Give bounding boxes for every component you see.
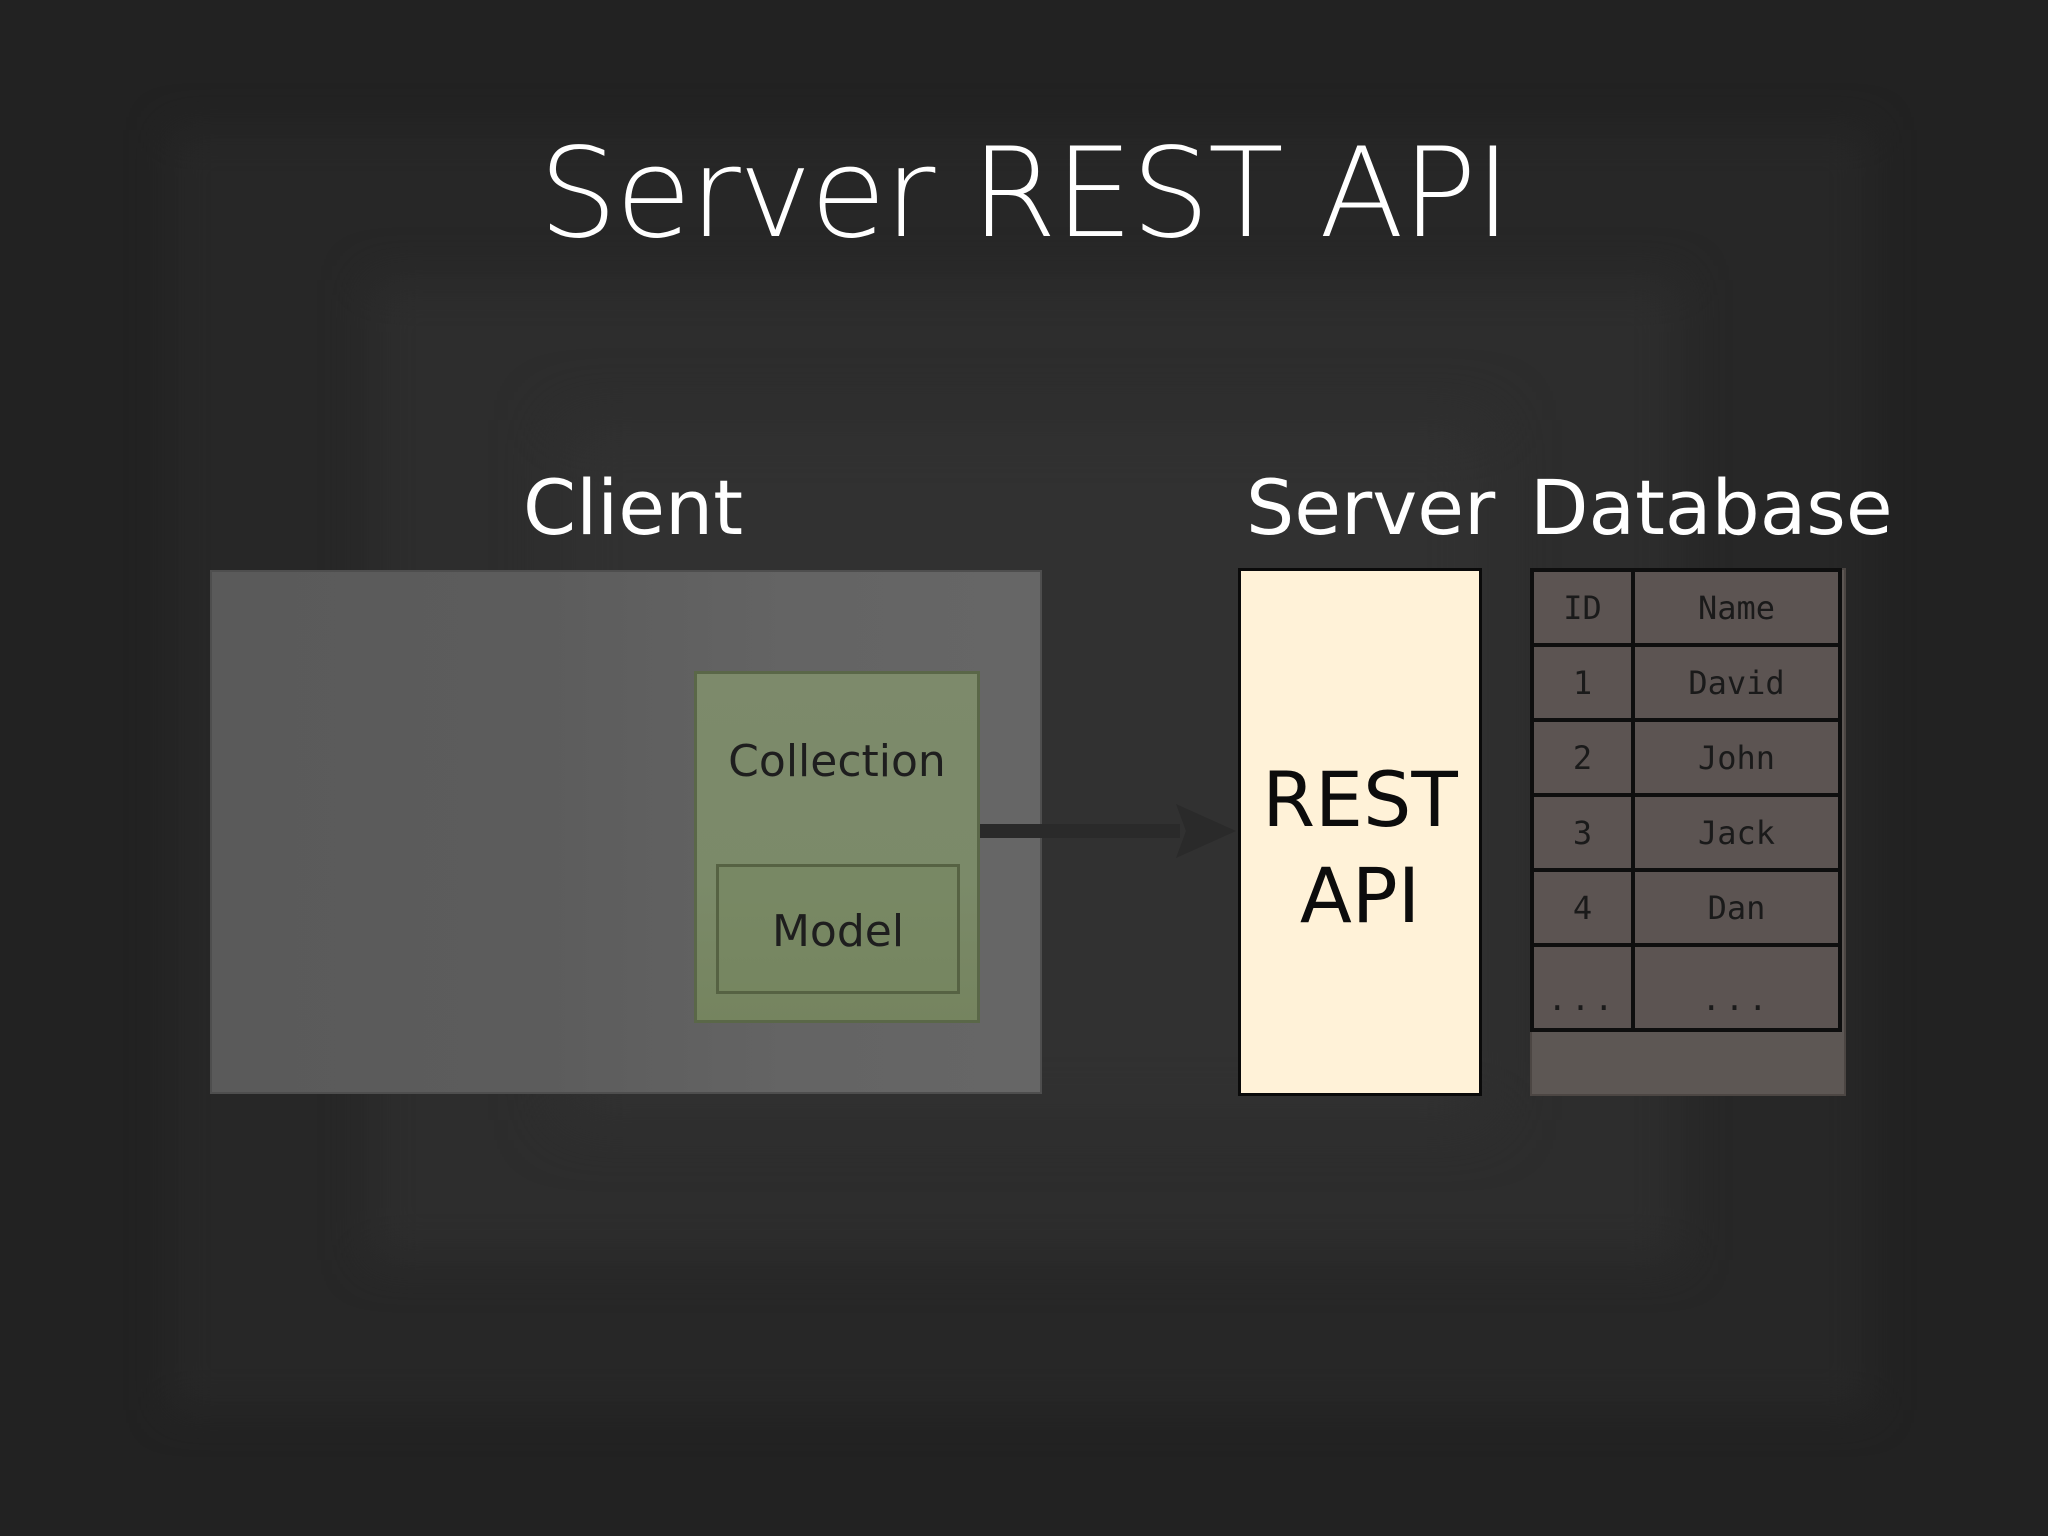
slide-title: Server REST API bbox=[538, 122, 1512, 266]
table-row: 3 Jack bbox=[1530, 793, 1842, 872]
arrow-head bbox=[1176, 804, 1236, 858]
collection-label: Collection bbox=[728, 736, 946, 787]
model-box bbox=[716, 864, 960, 994]
database-label: Database bbox=[1530, 463, 1893, 552]
table-cell-id: 3 bbox=[1530, 793, 1635, 872]
table-cell-name: ... bbox=[1631, 943, 1842, 1032]
table-cell-name: Dan bbox=[1631, 868, 1842, 947]
arrow-shaft bbox=[980, 824, 1180, 838]
table-row: 4 Dan bbox=[1530, 868, 1842, 947]
table-cell-id: 2 bbox=[1530, 718, 1635, 797]
table-cell-name: David bbox=[1631, 643, 1842, 722]
table-header-row: ID Name bbox=[1530, 568, 1842, 647]
table-header-name: Name bbox=[1631, 568, 1842, 647]
table-cell-name: Jack bbox=[1631, 793, 1842, 872]
table-cell-id: ... bbox=[1530, 943, 1635, 1032]
server-box bbox=[1238, 568, 1482, 1096]
table-row: 2 John bbox=[1530, 718, 1842, 797]
table-cell-id: 4 bbox=[1530, 868, 1635, 947]
database-table: ID Name 1 David 2 John 3 Jack 4 Dan ... … bbox=[1530, 568, 1842, 1032]
table-cell-id: 1 bbox=[1530, 643, 1635, 722]
arrow-icon bbox=[980, 804, 1236, 858]
table-row: ... ... bbox=[1530, 943, 1842, 1032]
server-box-line-1: REST bbox=[1262, 755, 1458, 844]
model-label: Model bbox=[771, 906, 905, 957]
table-row: 1 David bbox=[1530, 643, 1842, 722]
server-box-text: REST API bbox=[1238, 752, 1482, 944]
client-label: Client bbox=[523, 463, 744, 552]
table-header-id: ID bbox=[1530, 568, 1635, 647]
server-box-line-2: API bbox=[1299, 851, 1421, 940]
table-cell-name: John bbox=[1631, 718, 1842, 797]
server-label: Server bbox=[1246, 463, 1496, 552]
